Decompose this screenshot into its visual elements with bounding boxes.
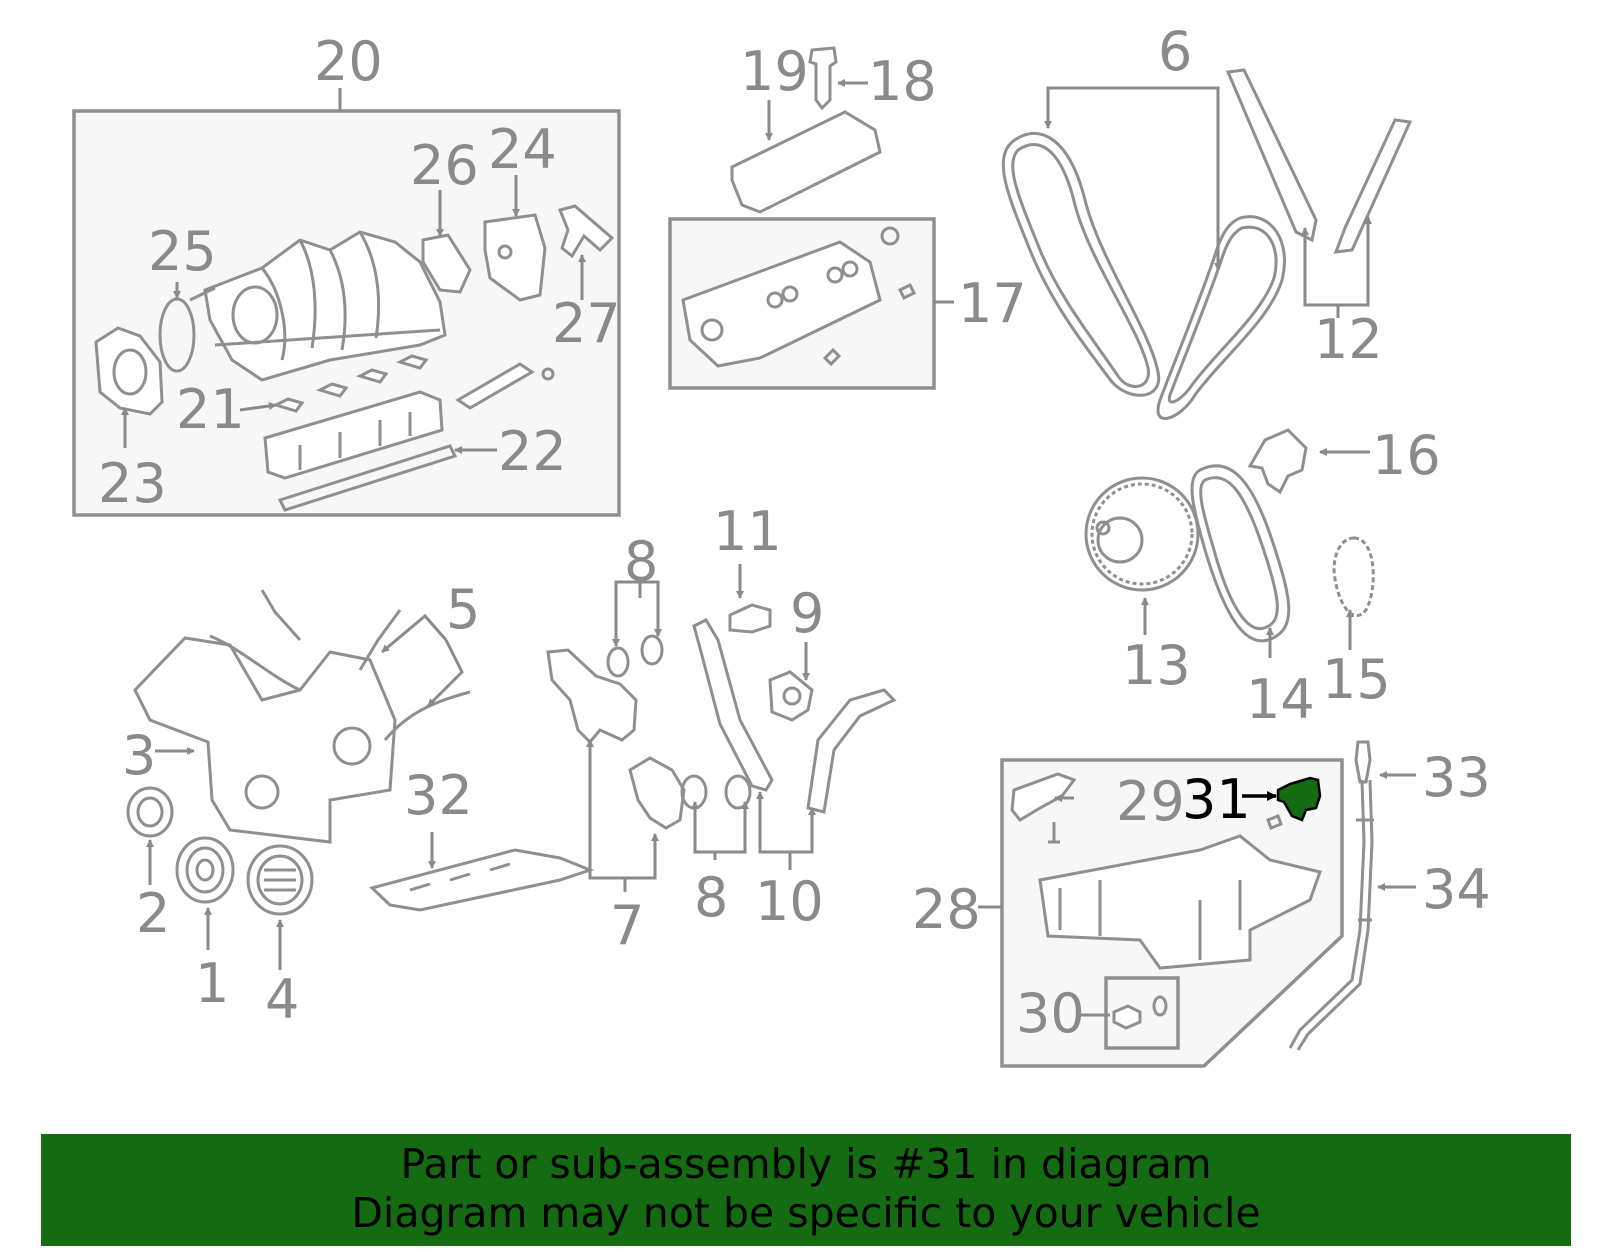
callout-3: 3 <box>122 724 156 787</box>
callout-14: 14 <box>1246 668 1315 731</box>
callout-5: 5 <box>446 578 480 641</box>
sensor-31-highlight <box>1276 776 1322 822</box>
callout-7: 7 <box>610 894 644 957</box>
chain-guide-left <box>1225 68 1318 243</box>
dipstick-group <box>1288 740 1416 1051</box>
banner-line-1: Part or sub-assembly is #31 in diagram <box>400 1140 1212 1188</box>
bracket-29 <box>1010 772 1077 822</box>
callout-18: 18 <box>868 50 937 113</box>
callout-17: 17 <box>958 272 1027 335</box>
sensor-27 <box>557 204 615 259</box>
callout-2: 2 <box>136 882 170 945</box>
dipstick-tube <box>1288 779 1374 1051</box>
callout-27: 27 <box>552 292 621 355</box>
intake-manifold-group <box>72 88 621 517</box>
callout-15: 15 <box>1322 648 1391 711</box>
chain-guide-10a <box>692 618 774 792</box>
cover-clip <box>808 46 838 111</box>
callout-22: 22 <box>498 420 567 483</box>
sensor-9 <box>768 670 814 722</box>
plate-24 <box>483 213 547 302</box>
callout-29: 29 <box>1116 770 1185 833</box>
oil-pan <box>1038 834 1322 970</box>
lower-manifold <box>263 390 444 480</box>
timing-cover-group <box>126 589 595 970</box>
callout-20: 20 <box>314 30 383 93</box>
callout-32: 32 <box>404 764 473 827</box>
throttle-gasket <box>158 297 196 373</box>
manifold-gasket-22 <box>277 444 458 512</box>
tensioner-11 <box>728 603 772 634</box>
callout-19: 19 <box>740 40 809 103</box>
sprocket-group <box>1084 428 1375 658</box>
info-banner: Part or sub-assembly is #31 in diagram D… <box>41 1134 1571 1246</box>
gasket-15 <box>1332 536 1375 618</box>
callout-4: 4 <box>265 968 299 1031</box>
callout-34: 34 <box>1422 858 1491 921</box>
cover-gasket <box>209 634 301 692</box>
timing-chain-3 <box>1190 464 1291 643</box>
phaser-group <box>546 564 897 892</box>
callout-26: 26 <box>410 134 479 197</box>
oil-pan-group <box>978 758 1344 1068</box>
throttle-body <box>94 326 164 416</box>
timing-chain-1 <box>1001 131 1161 397</box>
callout-16: 16 <box>1372 424 1441 487</box>
drain-plug <box>1112 1004 1142 1030</box>
callout-8b: 8 <box>694 866 728 929</box>
timing-chain-group <box>1001 68 1413 420</box>
phaser-upper <box>546 648 638 745</box>
phaser-lower <box>628 756 686 830</box>
callout-8a: 8 <box>624 530 658 593</box>
timing-cover <box>133 636 397 844</box>
callout-28: 28 <box>912 878 981 941</box>
callout-31: 31 <box>1182 768 1251 831</box>
callout-11: 11 <box>713 500 782 563</box>
callout-9: 9 <box>790 582 824 645</box>
callout-24: 24 <box>488 118 557 181</box>
gasket-32 <box>369 848 595 912</box>
chain-guide-10b <box>806 688 897 814</box>
callout-1: 1 <box>195 952 229 1015</box>
chain-guide-right <box>1333 118 1413 254</box>
banner-line-2: Diagram may not be specific to your vehi… <box>351 1189 1261 1237</box>
timing-chain-2 <box>1156 215 1286 420</box>
tensioner-16 <box>1247 428 1308 495</box>
callout-21: 21 <box>176 378 245 441</box>
valve-cover-group <box>668 217 954 390</box>
callout-12: 12 <box>1314 308 1383 371</box>
callout-30: 30 <box>1016 982 1085 1045</box>
callout-6: 6 <box>1158 20 1192 83</box>
callout-33: 33 <box>1422 746 1491 809</box>
callout-23: 23 <box>98 452 167 515</box>
engine-cover-group <box>730 46 882 214</box>
callout-25: 25 <box>148 220 217 283</box>
callout-10: 10 <box>755 870 824 933</box>
gasket-26 <box>421 233 472 294</box>
seal-2 <box>126 786 174 838</box>
callout-labels: 1 2 3 4 5 6 7 8 9 10 11 12 13 14 15 16 1… <box>98 20 1491 1045</box>
callout-13: 13 <box>1122 634 1191 697</box>
engine-cover <box>730 110 882 214</box>
dipstick-handle <box>1354 740 1372 784</box>
